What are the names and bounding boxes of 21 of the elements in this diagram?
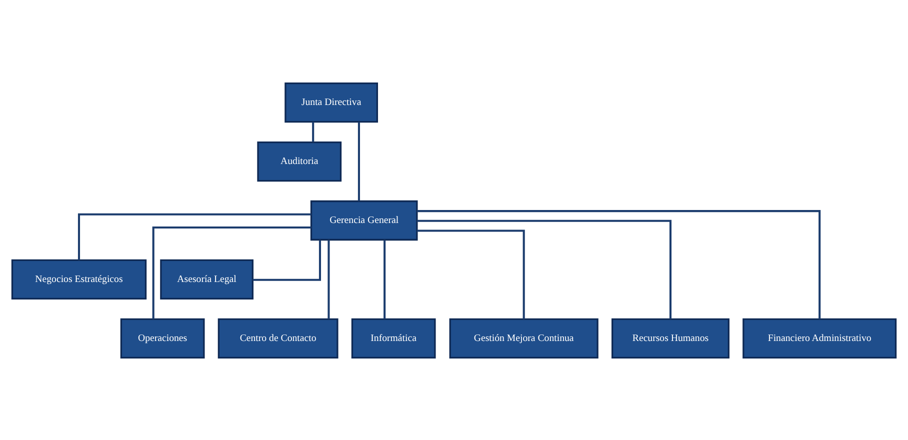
node-box: Asesoría Legal [160, 258, 254, 300]
node-box: Negocios Estratégicos [11, 258, 147, 300]
connector [152, 226, 312, 319]
node-box: Junta Directiva [284, 82, 378, 122]
connector [328, 239, 330, 318]
node-box: Informática [351, 318, 436, 358]
node-box: Recursos Humanos [612, 318, 730, 358]
connector [312, 121, 314, 142]
connector [417, 229, 525, 319]
node-box: Operaciones [120, 318, 205, 358]
node-box: Gestión Mejora Continua [449, 318, 598, 358]
node-box: Auditoria [257, 140, 342, 182]
connector [384, 239, 386, 318]
connector [417, 219, 672, 319]
connector [417, 210, 821, 319]
connector [78, 212, 312, 260]
node-box: Centro de Contacto [218, 318, 338, 358]
connector [358, 122, 360, 200]
connector [252, 239, 322, 280]
node-box: Financiero Administrativo [742, 318, 897, 358]
node-box: Gerencia General [310, 200, 418, 240]
